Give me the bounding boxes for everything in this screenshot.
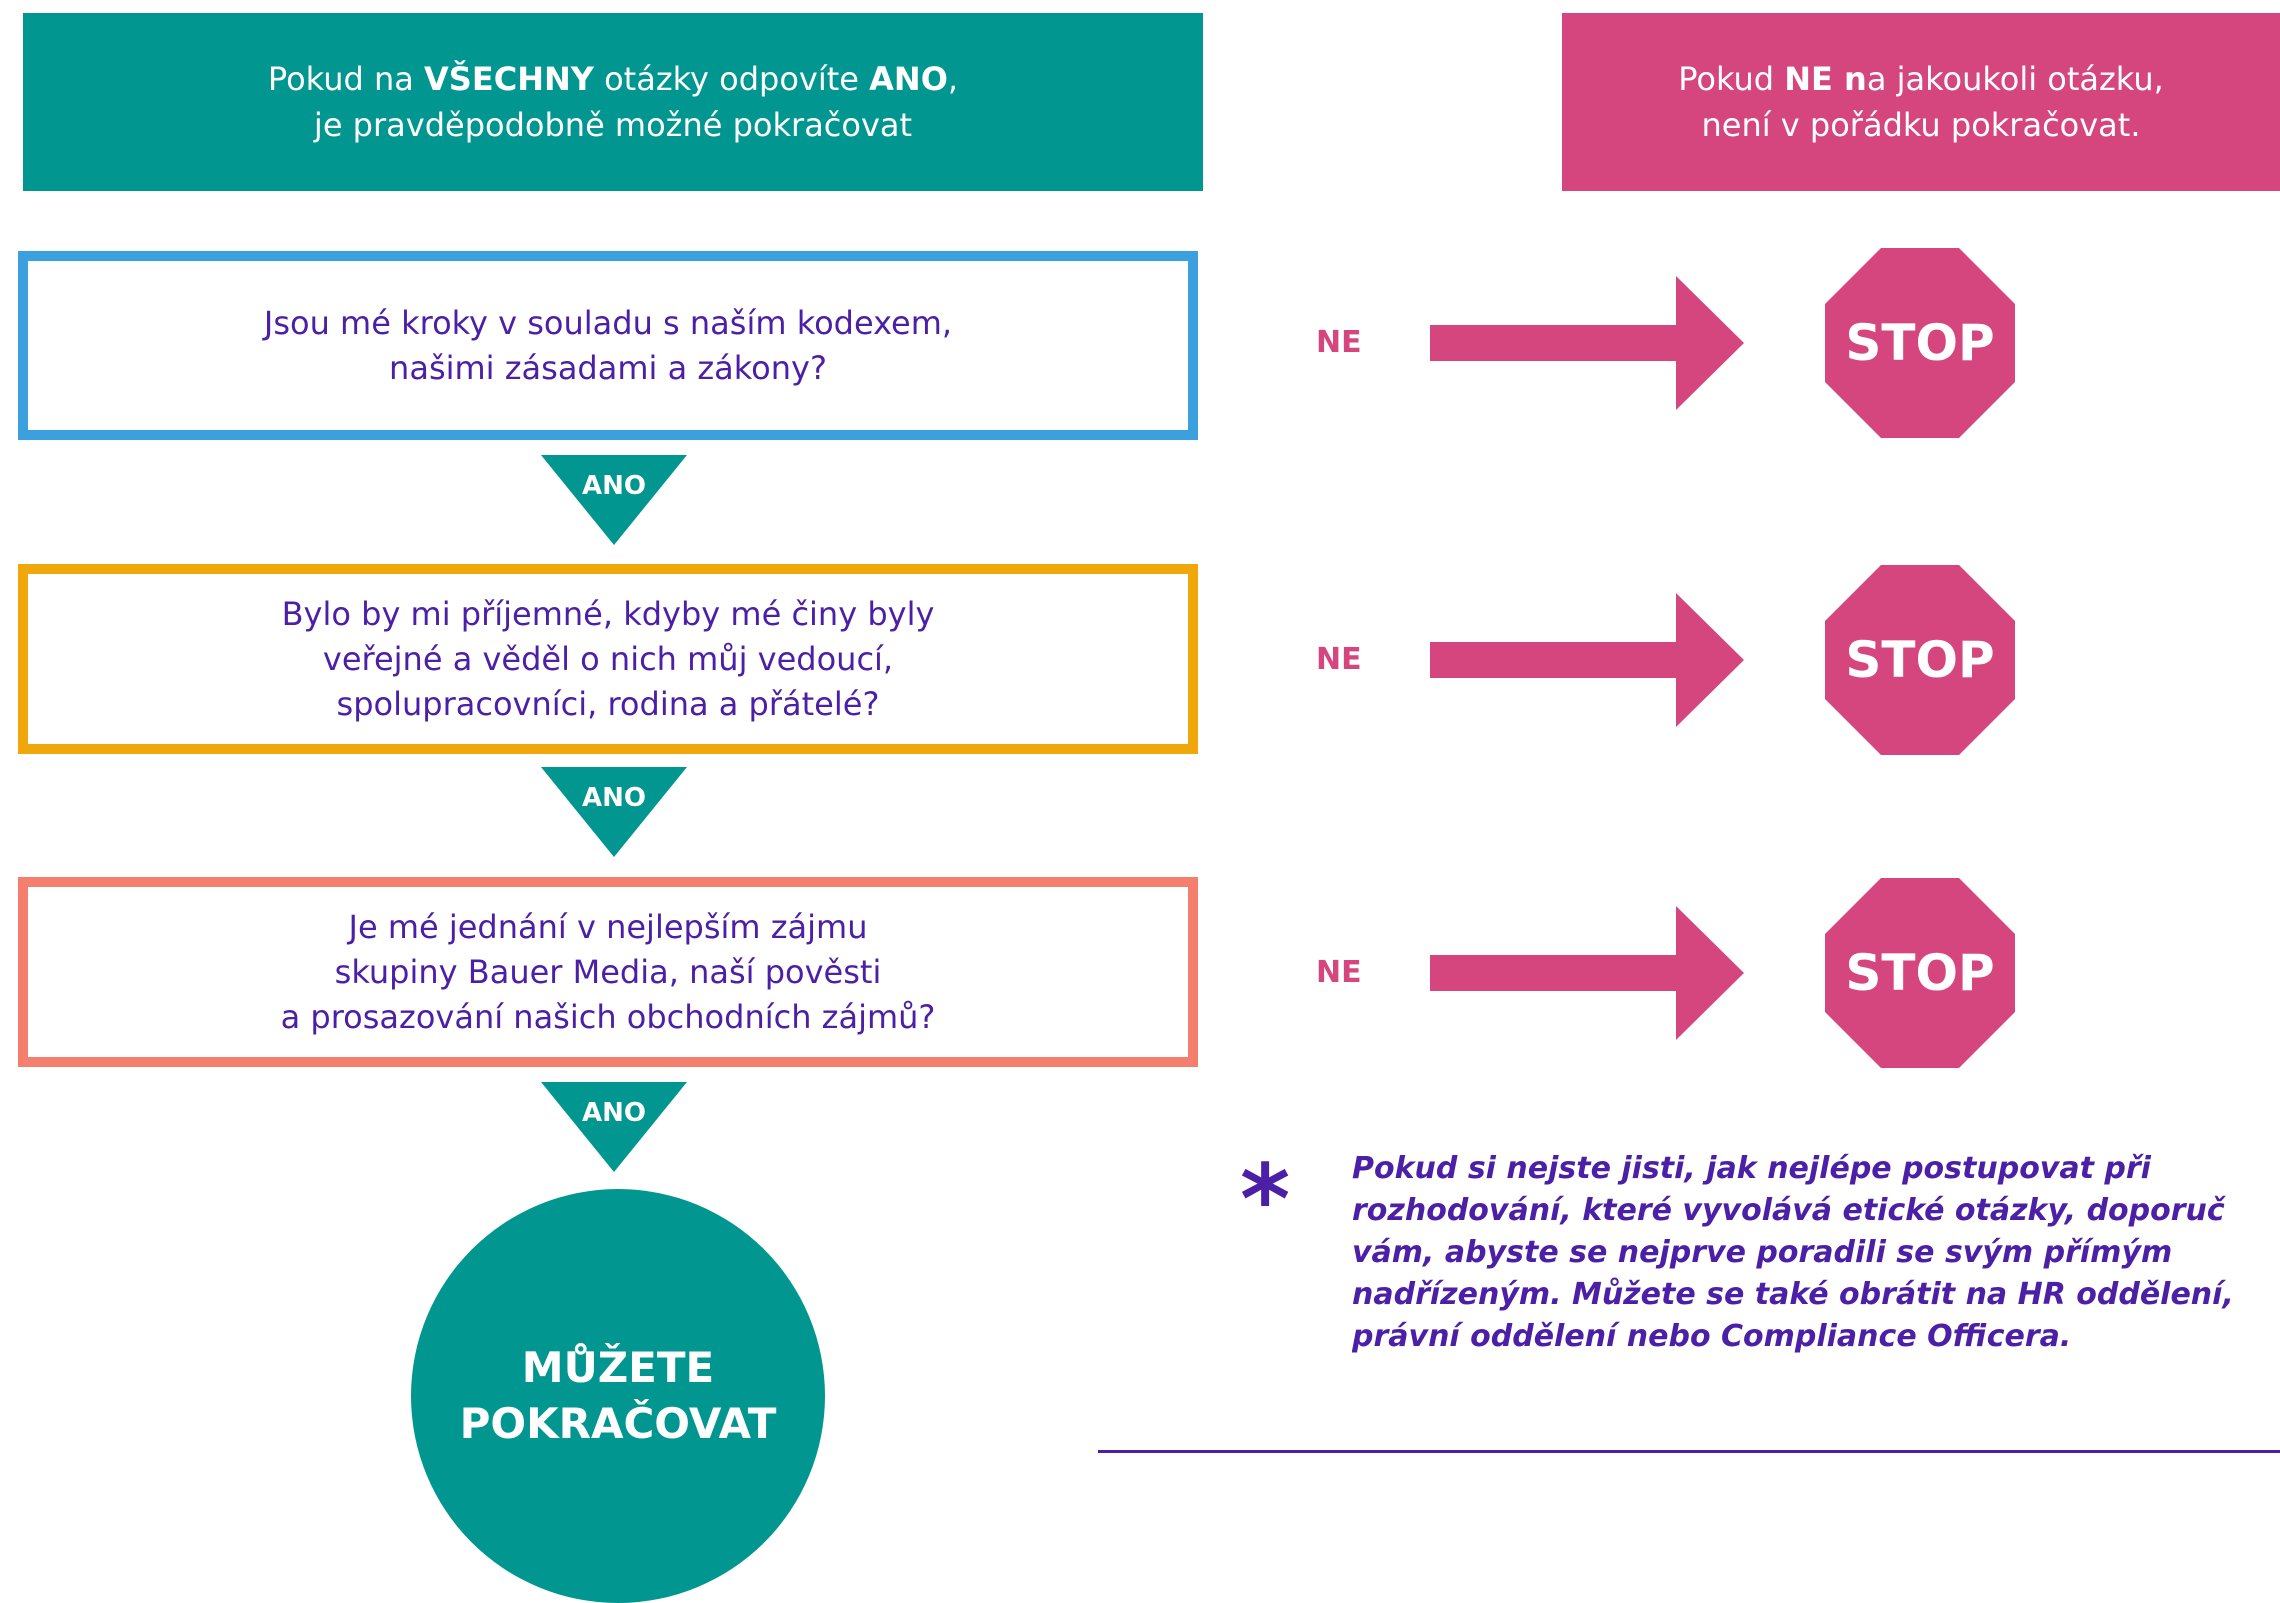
header-all-yes: Pokud na VŠECHNY otázky odpovíte ANO, je… bbox=[23, 13, 1203, 191]
no-branch-2: NE STOP bbox=[1300, 565, 2020, 755]
down-triangle-icon bbox=[541, 767, 687, 857]
yes-connector-1: ANO bbox=[541, 455, 687, 545]
question-text-1: Jsou mé kroky v souladu s naším kodexem,… bbox=[263, 303, 953, 387]
down-triangle-icon bbox=[541, 1082, 687, 1172]
advice-note: Pokud si nejste jisti, jak nejlépe postu… bbox=[1352, 1151, 2234, 1354]
stop-label-3: STOP bbox=[1845, 944, 1995, 1002]
result-label: MŮŽETE POKRAČOVAT bbox=[459, 1343, 777, 1448]
no-label-2: NE bbox=[1316, 642, 1362, 677]
header-left-emph-all: VŠECHNY bbox=[424, 60, 594, 98]
header-left-text-e: , bbox=[947, 60, 959, 98]
stop-label-2: STOP bbox=[1845, 631, 1995, 689]
stop-sign-icon bbox=[1825, 878, 2015, 1068]
header-left-text-a: Pokud na bbox=[267, 60, 425, 98]
header-left-emph-yes: ANO bbox=[869, 60, 948, 98]
yes-label-2: ANO bbox=[582, 783, 646, 813]
yes-connector-2: ANO bbox=[541, 767, 687, 857]
right-arrow-icon bbox=[1430, 906, 1744, 1040]
header-right-text-a: Pokud bbox=[1678, 60, 1785, 98]
stop-sign-icon bbox=[1825, 565, 2015, 755]
yes-connector-3: ANO bbox=[541, 1082, 687, 1172]
question-text-2: Bylo by mi příjemné, kdyby mé činy byly … bbox=[281, 594, 935, 723]
right-arrow-icon bbox=[1430, 276, 1744, 410]
question-box-2: Bylo by mi příjemné, kdyby mé činy byly … bbox=[18, 564, 1198, 754]
question-text-3: Je mé jednání v nejlepším zájmu skupiny … bbox=[280, 907, 936, 1036]
header-right-line2: není v pořádku pokračovat. bbox=[1701, 106, 2141, 144]
asterisk-icon: * bbox=[1240, 1144, 1291, 1256]
result-circle: MŮŽETE POKRAČOVAT bbox=[411, 1189, 825, 1603]
header-left-text-c: otázky odpovíte bbox=[593, 60, 870, 98]
header-any-no: Pokud NE na jakoukoli otázku, není v poř… bbox=[1562, 13, 2280, 191]
header-right-text-c: a jakoukoli otázku, bbox=[1866, 60, 2164, 98]
yes-label-1: ANO bbox=[582, 471, 646, 501]
stop-label-1: STOP bbox=[1845, 314, 1995, 372]
no-branch-3: NE STOP bbox=[1300, 878, 2020, 1068]
yes-label-3: ANO bbox=[582, 1098, 646, 1128]
right-arrow-icon bbox=[1430, 593, 1744, 727]
stop-sign-icon bbox=[1825, 248, 2015, 438]
no-label-1: NE bbox=[1316, 325, 1362, 360]
question-box-1: Jsou mé kroky v souladu s naším kodexem,… bbox=[18, 251, 1198, 440]
header-left-line2: je pravděpodobně možné pokračovat bbox=[313, 106, 913, 144]
divider-line bbox=[1098, 1450, 2280, 1453]
down-triangle-icon bbox=[541, 455, 687, 545]
no-label-3: NE bbox=[1316, 955, 1362, 990]
no-branch-1: NE STOP bbox=[1300, 248, 2020, 438]
header-right-emph-no: NE n bbox=[1784, 60, 1867, 98]
question-box-3: Je mé jednání v nejlepším zájmu skupiny … bbox=[18, 877, 1198, 1067]
